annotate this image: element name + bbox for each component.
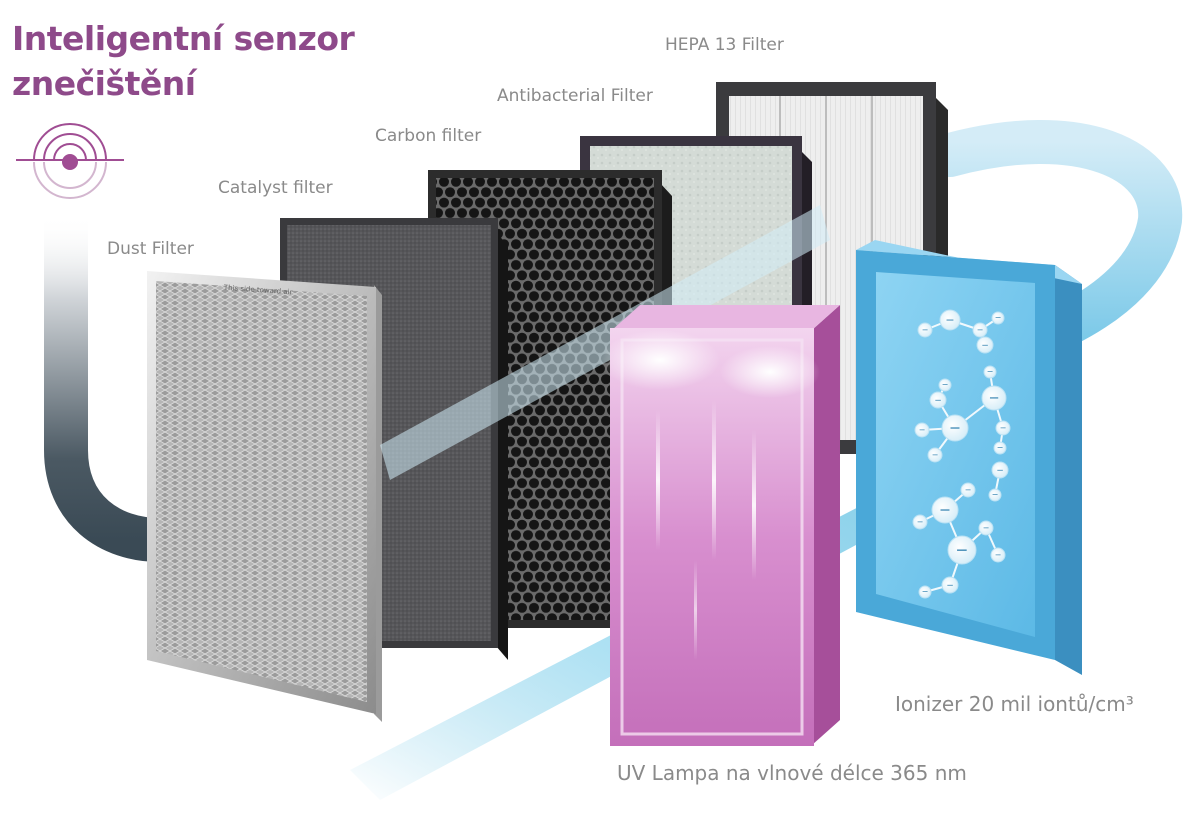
ion-charge-label: − (983, 523, 990, 532)
ion-charge-label: − (922, 587, 929, 596)
ion-particle: − (988, 488, 1002, 502)
title-line-1: Inteligentní senzor (12, 19, 355, 58)
ion-charge-label: − (946, 581, 953, 591)
ion-charge-label: − (956, 541, 969, 559)
ion-particle: − (917, 322, 933, 338)
label-dust: Dust Filter (107, 239, 194, 259)
label-catalyst: Catalyst filter (218, 178, 333, 198)
ion-charge-label: − (995, 313, 1002, 322)
ion-charge-label: − (949, 421, 961, 437)
ion-particle: − (976, 336, 994, 354)
ion-particle: − (941, 576, 959, 594)
ion-particle: − (960, 482, 976, 498)
ion-charge-label: − (1000, 423, 1007, 432)
ion-particle: − (929, 391, 947, 409)
label-uv: UV Lampa na vlnové délce 365 nm (617, 761, 967, 785)
sensor-waves-icon (16, 123, 124, 199)
ion-particle: − (938, 378, 952, 392)
ion-particle: − (972, 322, 988, 338)
ion-particle: − (941, 414, 969, 442)
uv-lamp (600, 305, 840, 746)
ion-particle: − (978, 520, 994, 536)
label-antibacterial: Antibacterial Filter (497, 86, 653, 106)
label-carbon: Carbon filter (375, 126, 482, 146)
ion-charge-label: − (942, 380, 949, 389)
page-title: Inteligentní senzor znečištění (12, 16, 355, 106)
ion-particle: − (912, 514, 928, 530)
ion-charge-label: − (981, 341, 988, 351)
ion-charge-label: − (997, 443, 1004, 452)
ionizer: −−−−−−−−−−−−−−−−−−−−−−−− (856, 240, 1082, 675)
ion-charge-label: − (945, 314, 954, 327)
ion-particle: − (983, 365, 997, 379)
ion-charge-label: − (996, 466, 1003, 476)
dust-filter: This side toward air (147, 271, 382, 722)
ion-particle: − (991, 461, 1009, 479)
ion-particle: − (981, 385, 1007, 411)
ion-charge-label: − (932, 450, 939, 459)
ion-particle: − (931, 496, 959, 524)
ion-particle: − (914, 422, 930, 438)
ion-charge-label: − (987, 367, 994, 376)
ion-particle: − (939, 309, 961, 331)
title-line-2: znečištění (12, 64, 196, 103)
ion-charge-label: − (939, 503, 951, 519)
ion-particle: − (990, 547, 1006, 563)
label-ionizer: Ionizer 20 mil iontů/cm³ (895, 692, 1134, 716)
ion-charge-label: − (995, 550, 1002, 559)
ion-charge-label: − (988, 391, 999, 406)
ion-particle: − (993, 441, 1007, 455)
ion-charge-label: − (977, 325, 984, 334)
ion-charge-label: − (965, 485, 972, 494)
ion-charge-label: − (934, 396, 941, 406)
ion-particle: − (995, 420, 1011, 436)
ion-particle: − (991, 311, 1005, 325)
ion-charge-label: − (919, 425, 926, 434)
label-hepa: HEPA 13 Filter (665, 35, 784, 55)
ion-particle: − (918, 585, 932, 599)
ion-charge-label: − (922, 325, 929, 334)
ion-charge-label: − (917, 517, 924, 526)
ion-charge-label: − (992, 490, 999, 499)
ion-particle: − (927, 447, 943, 463)
ion-particle: − (947, 535, 977, 565)
